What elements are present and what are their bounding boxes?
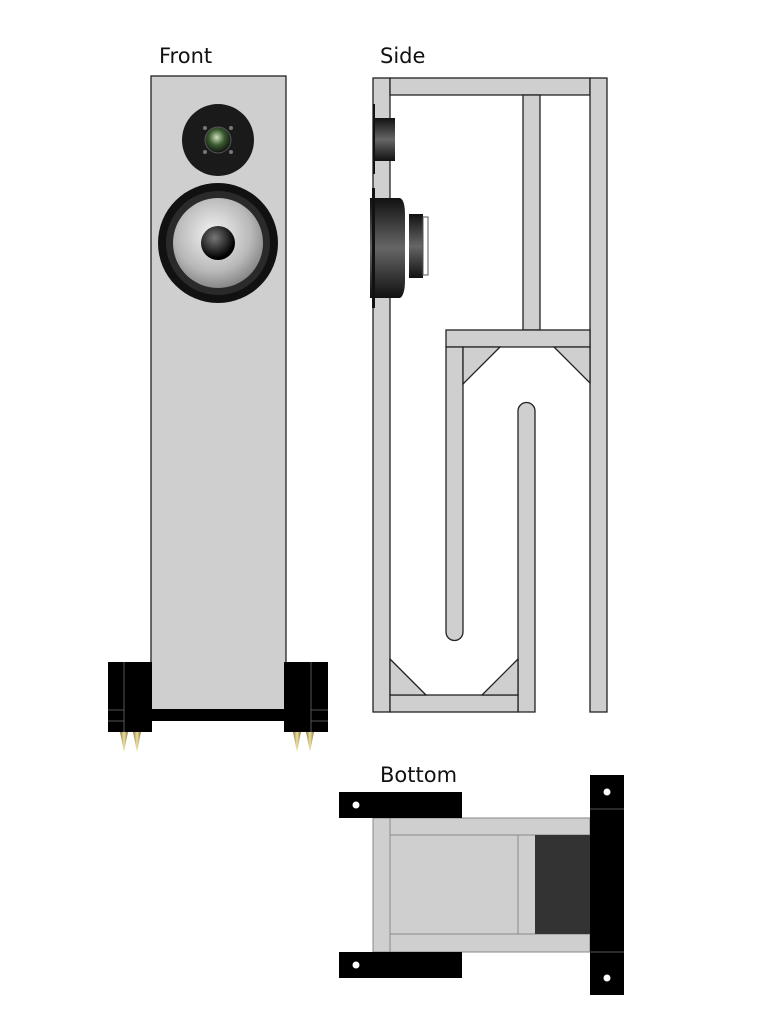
- braces: [389, 346, 591, 696]
- top-panel-section: [389, 77, 591, 96]
- bottom-view-label: Bottom: [380, 763, 457, 787]
- front-outrigger-bottom: [339, 952, 462, 978]
- spikes: [120, 732, 314, 752]
- upper-divider: [522, 94, 541, 331]
- right-foot: [284, 662, 328, 732]
- rear-outrigger: [590, 775, 624, 995]
- side-view-label: Side: [380, 44, 425, 68]
- side-view: [370, 77, 608, 713]
- port-opening: [535, 835, 590, 934]
- front-baffle: [150, 75, 287, 711]
- tweeter-side: [373, 104, 395, 174]
- shelf: [445, 329, 591, 348]
- woofer: [158, 183, 278, 303]
- front-view: [108, 75, 328, 752]
- bottom-view: [339, 775, 624, 995]
- tweeter: [182, 104, 254, 176]
- front-view-label: Front: [159, 44, 212, 68]
- left-foot: [108, 662, 152, 732]
- front-panel-section: [372, 77, 391, 713]
- plinth: [152, 709, 284, 721]
- front-outrigger-top: [339, 792, 462, 818]
- bottom-panel-section: [389, 694, 519, 713]
- line-divider-1: [445, 346, 464, 642]
- line-divider-2: [517, 401, 536, 713]
- rear-panel-section: [589, 77, 608, 713]
- woofer-side: [370, 188, 429, 308]
